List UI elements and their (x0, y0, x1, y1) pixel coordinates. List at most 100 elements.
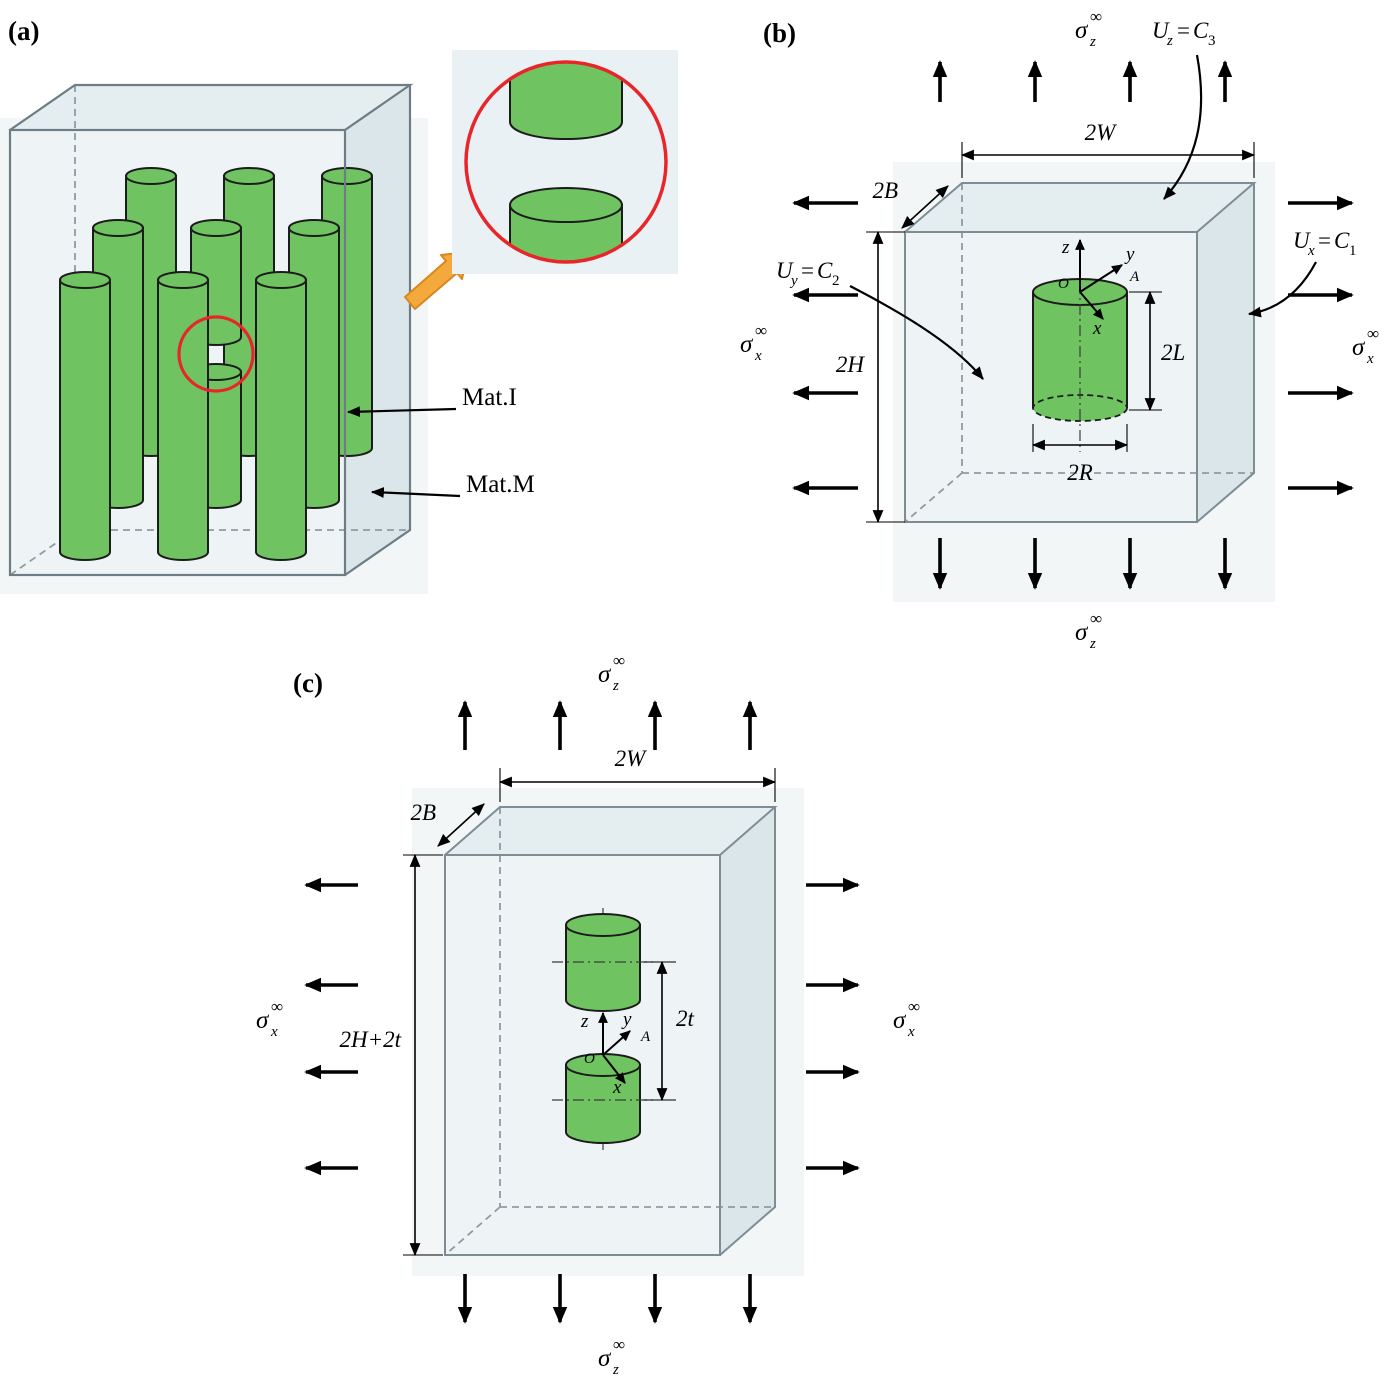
sigma-superscript: ∞ (908, 997, 920, 1016)
sigma-superscript: ∞ (271, 997, 283, 1016)
stress-arrows-right (806, 877, 860, 1176)
sigma-subscript: z (1089, 34, 1096, 50)
box-right-face (720, 807, 775, 1255)
box-top-face (445, 807, 775, 855)
cylinder-top (59, 271, 111, 289)
dim-2w-label: 2W (615, 746, 648, 771)
panel-a-label: (a) (8, 16, 39, 46)
sigma-superscript: ∞ (755, 321, 767, 340)
mat-m-arrow (370, 487, 461, 498)
z-axis-label: z (580, 1011, 589, 1032)
fiber-cylinder (1032, 262, 1128, 452)
bc-equals: = (801, 258, 814, 283)
stress-arrows-right (1288, 195, 1354, 496)
fiber-side-edges (1032, 292, 1128, 408)
dim-2h-label: 2H (836, 352, 866, 377)
sigma-subscript: z (612, 678, 619, 694)
origin-label: O (584, 1051, 595, 1067)
dim-2l-label: 2L (1161, 340, 1185, 365)
bc-equals: = (1318, 228, 1331, 253)
box-front-edges (8, 128, 347, 577)
gap-highlight-circle (177, 315, 255, 393)
dim-2b-label: 2B (410, 800, 436, 825)
fiber-cylinder (157, 271, 209, 561)
sigma-z-top-label: σ z ∞ (1075, 7, 1102, 50)
z-axis-label: z (1061, 237, 1070, 258)
bc-constant-subscript: 1 (1349, 243, 1357, 259)
bc-uz-arrow (1163, 54, 1203, 200)
cylinder-body (565, 1064, 641, 1144)
x-axis-arrow (1079, 291, 1104, 320)
bc-constant: C (1334, 228, 1350, 253)
box-right-face (1197, 183, 1254, 522)
mat-i-arrow (346, 406, 457, 418)
sigma-subscript: x (1366, 351, 1374, 367)
zoom-inset-content (509, 62, 623, 262)
sigma-subscript: z (1089, 636, 1096, 652)
sigma-superscript: ∞ (613, 651, 625, 670)
sigma-z-bottom-label: σ z ∞ (598, 1335, 625, 1378)
cylinder-top (565, 913, 641, 937)
box-hidden-edges (444, 807, 775, 1256)
fiber-array (59, 167, 373, 561)
sigma-symbol: σ (740, 331, 754, 358)
x-axis-arrow (602, 1054, 626, 1084)
point-a-label: A (640, 1029, 651, 1045)
box-top-face (10, 85, 410, 130)
zoom-lower-fiber-body (509, 204, 623, 262)
y-axis-arrow (602, 1030, 631, 1056)
box-front-edges (904, 231, 1198, 523)
dim-2r-label: 2R (1067, 460, 1093, 485)
broken-fiber-upper (552, 913, 655, 1012)
sigma-superscript: ∞ (1090, 609, 1102, 628)
sigma-superscript: ∞ (613, 1335, 625, 1354)
sigma-symbol: σ (1075, 619, 1089, 646)
dim-2t-label: 2t (676, 1006, 695, 1031)
sigma-subscript: x (907, 1024, 915, 1040)
x-axis-label: x (1092, 318, 1102, 339)
stress-arrows-bottom (457, 1274, 758, 1324)
zoom-circle (464, 60, 668, 264)
stress-arrows-top (457, 700, 758, 750)
stress-arrows-left (792, 195, 858, 496)
cylinder-top (288, 219, 340, 237)
bc-ux-arrow (1247, 261, 1317, 318)
panel-c: (c) z y x O A 2t 2W 2B 2H+2t σ z ∞ σ z ∞… (256, 651, 920, 1378)
point-a-label: A (1129, 269, 1140, 285)
sigma-symbol: σ (893, 1007, 907, 1034)
panel-b-label: (b) (763, 18, 796, 48)
panel-b: (b) z y x O A 2W 2B 2H 2L 2R σ z ∞ σ z ∞… (740, 7, 1379, 652)
bc-ux-label: U x = C 1 (1293, 228, 1357, 259)
sigma-subscript: z (612, 1362, 619, 1378)
bc-uy-label: U y = C 2 (776, 258, 840, 289)
bc-constant: C (1193, 18, 1209, 43)
y-axis-label: y (621, 1009, 632, 1030)
sigma-superscript: ∞ (1367, 324, 1379, 343)
cylinder-top (125, 167, 177, 185)
sigma-superscript: ∞ (1090, 7, 1102, 26)
cylinder-top (321, 167, 373, 185)
fiber-cylinder (59, 271, 111, 561)
sigma-x-left-label: σ x ∞ (256, 997, 283, 1040)
sigma-symbol: σ (1075, 17, 1089, 44)
sigma-subscript: x (754, 348, 762, 364)
y-axis-label: y (1124, 244, 1135, 265)
box-front-edges (444, 854, 721, 1256)
broken-fiber-lower (552, 1053, 655, 1144)
dim-2b-line (901, 185, 949, 229)
cylinder-top (223, 167, 275, 185)
bc-variable-subscript: x (1307, 243, 1315, 259)
dim-2w-label: 2W (1085, 120, 1118, 145)
sigma-z-top-label: σ z ∞ (598, 651, 625, 694)
bc-constant: C (817, 258, 833, 283)
stress-arrows-bottom (932, 538, 1233, 590)
box-outer-edges (9, 83, 414, 576)
broken-fiber-upper-top (190, 219, 242, 237)
mat-i-label: Mat.I (462, 384, 517, 411)
sigma-symbol: σ (1352, 334, 1366, 361)
bc-variable-subscript: z (1166, 33, 1173, 49)
box-top-face (905, 183, 1254, 232)
mat-m-label: Mat.M (466, 471, 535, 498)
